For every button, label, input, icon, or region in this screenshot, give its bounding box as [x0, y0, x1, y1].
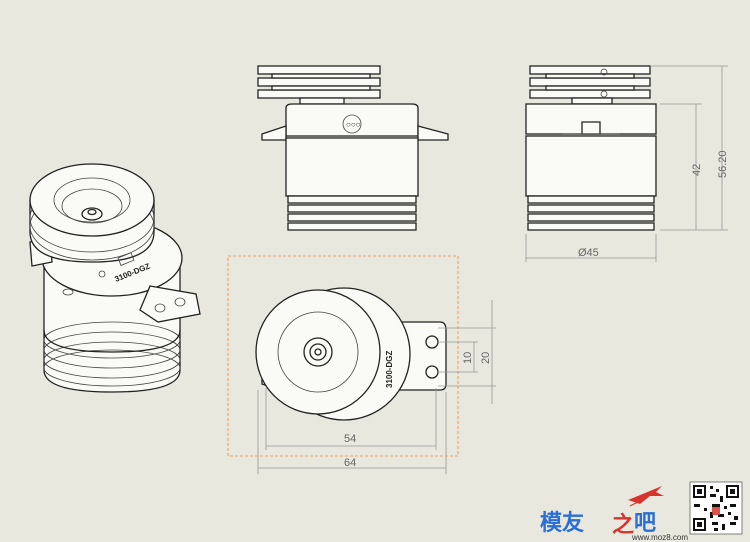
dimension-height-56-20: 56.20 — [717, 150, 729, 178]
dimension-spacing-20: 20 — [480, 352, 492, 364]
front-view: ○○○ — [257, 65, 449, 231]
svg-text:○○○: ○○○ — [346, 120, 361, 129]
watermark-url: www.moz8.com — [631, 533, 688, 542]
isometric-view: 3100-DGZ — [29, 163, 201, 393]
dimension-height-42: 42 — [691, 164, 703, 176]
watermark-char-4: 吧 — [634, 511, 656, 536]
top-view: 3100-DGZ 10 20 54 64 — [227, 255, 496, 474]
dimension-diameter-45: Ø45 — [578, 247, 599, 259]
watermark-char-3: 之 — [612, 512, 634, 538]
plane-icon — [628, 486, 664, 507]
watermark: 模 友 之 吧 www.moz8.com — [540, 481, 743, 542]
watermark-char-2: 友 — [562, 511, 584, 536]
side-view: 42 56.20 Ø45 — [525, 65, 729, 262]
view-frame — [227, 255, 459, 457]
watermark-char-1: 模 — [540, 511, 563, 536]
dimension-width-64: 64 — [344, 457, 356, 469]
dimension-spacing-10: 10 — [462, 352, 474, 364]
dimension-width-54: 54 — [344, 433, 356, 445]
qr-code-icon — [689, 481, 743, 535]
top-part-marking: 3100-DGZ — [385, 351, 394, 388]
